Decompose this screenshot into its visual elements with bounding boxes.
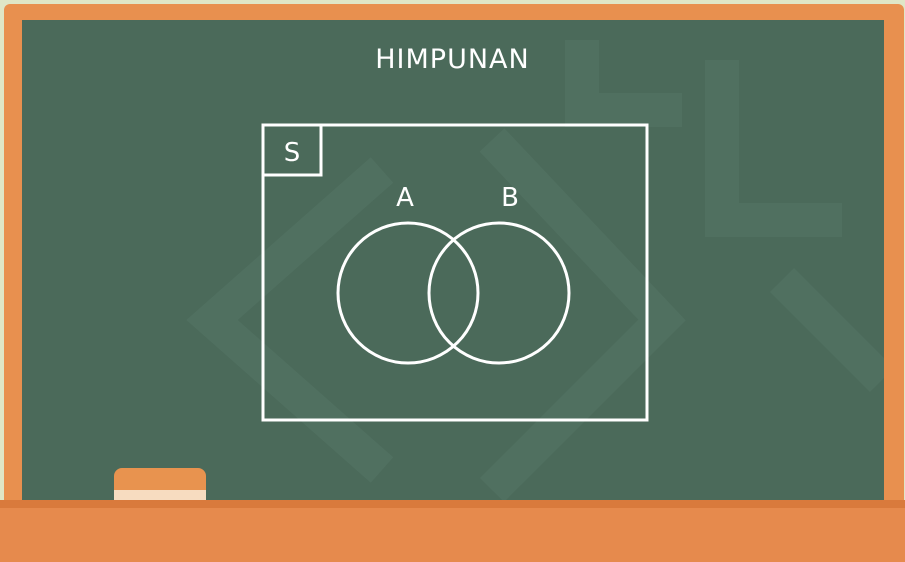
set-b-label: B: [501, 183, 519, 213]
eraser-felt: [114, 490, 206, 500]
set-a-label: A: [396, 183, 414, 213]
universal-set-label-box: [261, 123, 323, 177]
set-a-circle: [336, 221, 480, 365]
board-eraser[interactable]: [114, 468, 206, 502]
chalkboard: [22, 20, 884, 507]
chalk-tray-shadow: [0, 500, 905, 508]
eraser-handle: [114, 468, 206, 490]
universal-set-rectangle: [261, 123, 649, 422]
universal-set-label: S: [284, 138, 301, 168]
set-b-circle: [427, 221, 571, 365]
chalk-tray: [0, 500, 905, 562]
board-title: HIMPUNAN: [375, 44, 530, 75]
